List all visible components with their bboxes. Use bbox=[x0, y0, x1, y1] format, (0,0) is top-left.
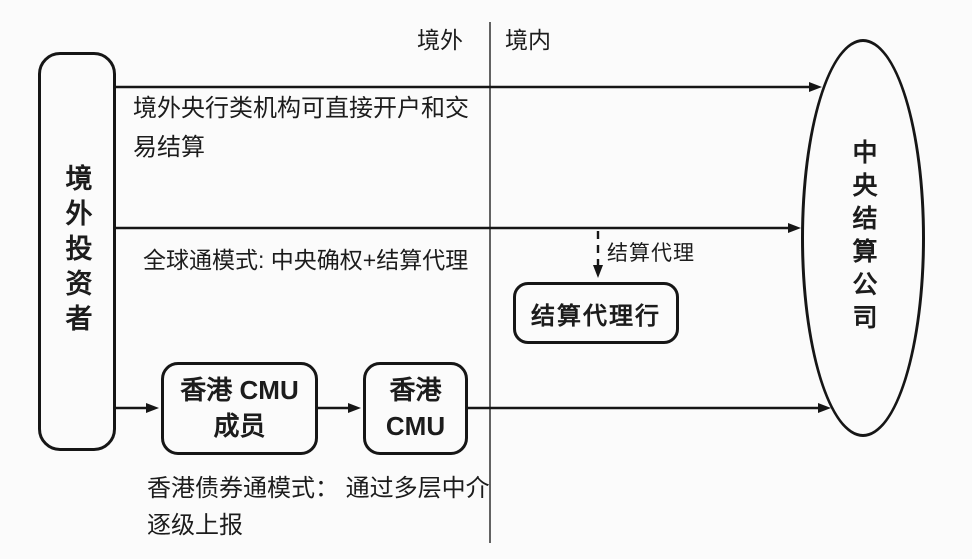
node-hk-cmu: 香港 CMU bbox=[363, 362, 468, 455]
node-hk-cmu-member: 香港 CMU 成员 bbox=[161, 362, 318, 455]
node-settlement-agent-bank: 结算代理行 bbox=[513, 282, 679, 344]
label-bond-connect-mode: 香港债券通模式： 通过多层中介 逐级上报 bbox=[147, 475, 490, 540]
node-overseas-investor-label: 境外投资者 bbox=[61, 164, 92, 339]
node-central-clearing-company-label: 中央结算公司 bbox=[849, 139, 877, 337]
label-settlement-agent: 结算代理 bbox=[607, 242, 695, 265]
label-onshore-region: 境内 bbox=[505, 27, 551, 53]
node-hk-cmu-label: 香港 CMU bbox=[385, 375, 446, 441]
node-overseas-investor: 境外投资者 bbox=[38, 52, 116, 451]
node-hk-cmu-member-label: 香港 CMU 成员 bbox=[180, 375, 299, 441]
node-settlement-agent-bank-label: 结算代理行 bbox=[531, 302, 661, 330]
label-direct-mode: 境外央行类机构可直接开户和交 易结算 bbox=[133, 95, 469, 162]
label-offshore-region: 境外 bbox=[417, 27, 463, 53]
label-global-connect-mode: 全球通模式: 中央确权+结算代理 bbox=[143, 247, 469, 273]
node-central-clearing-company: 中央结算公司 bbox=[801, 39, 925, 437]
